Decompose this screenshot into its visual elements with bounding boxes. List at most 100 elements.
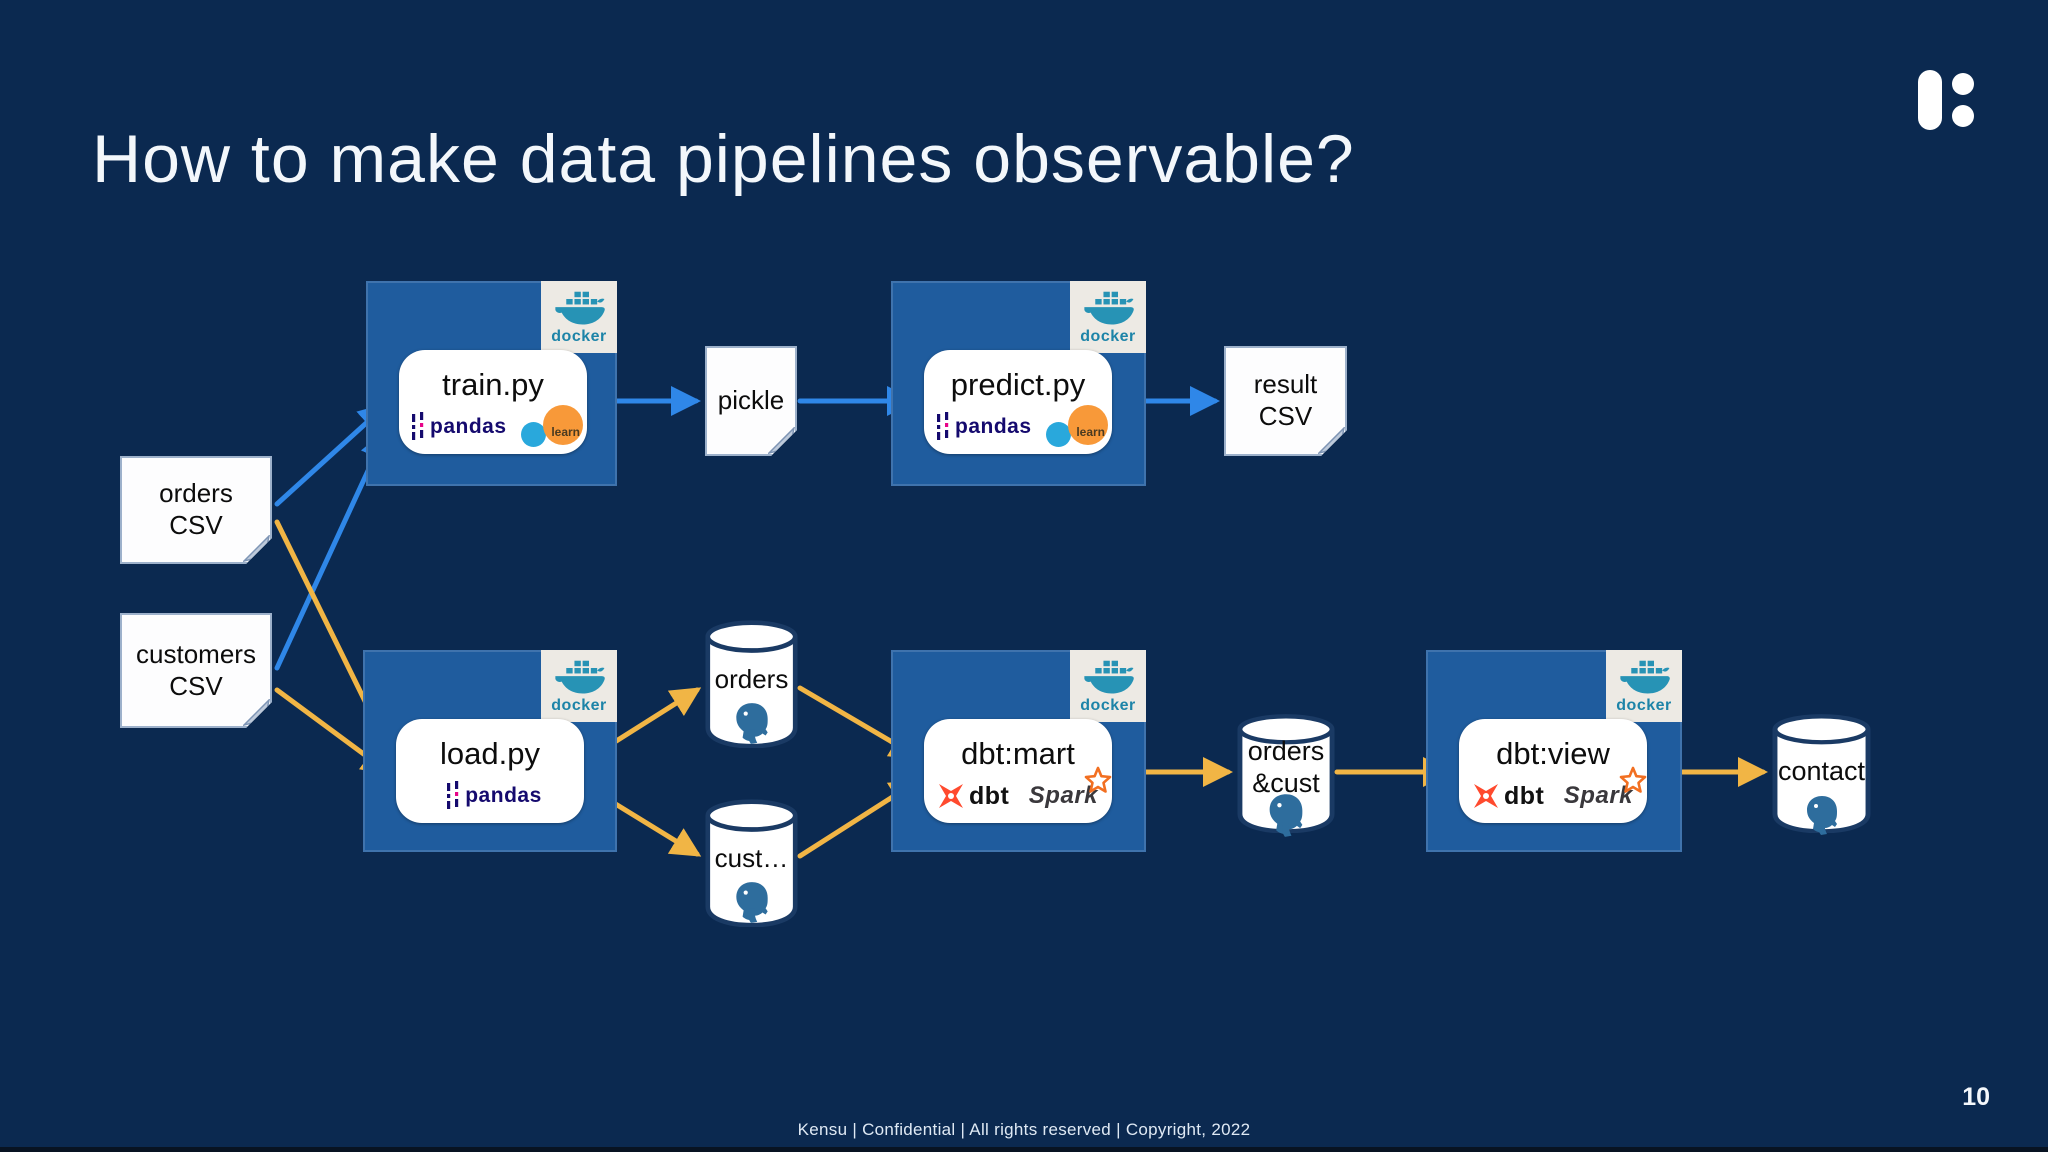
page-title: How to make data pipelines observable? bbox=[92, 121, 1355, 197]
container-load: docker load.py pandas bbox=[363, 650, 617, 852]
pandas-logo-icon: pandas bbox=[936, 412, 1032, 442]
db-label: contact bbox=[1777, 756, 1866, 786]
docker-logo-icon: docker bbox=[541, 281, 617, 353]
postgres-elephant-icon bbox=[1269, 794, 1303, 837]
docker-word: docker bbox=[551, 328, 607, 345]
node-dbt-view: dbt:view dbt Spark bbox=[1459, 719, 1647, 823]
docker-whale-icon bbox=[1084, 660, 1134, 694]
dbt-word: dbt bbox=[969, 781, 1010, 810]
node-load-py: load.py pandas bbox=[396, 719, 584, 823]
postgres-elephant-icon bbox=[735, 703, 768, 744]
spark-word: Spark bbox=[1563, 782, 1633, 809]
dbt-mark-icon bbox=[939, 784, 963, 808]
pandas-logo-icon: pandas bbox=[446, 781, 542, 811]
pill-logos: dbt Spark bbox=[936, 766, 1112, 817]
node-cust-db: cust… bbox=[705, 797, 798, 927]
sklearn-word: learn bbox=[551, 425, 580, 439]
sklearn-blue-blob bbox=[521, 422, 546, 447]
spark-star-icon bbox=[1619, 766, 1647, 793]
spark-logo-icon: Spark bbox=[1028, 766, 1112, 810]
kensu-logo-icon bbox=[1916, 66, 1986, 136]
bottom-edge bbox=[0, 1147, 2048, 1152]
container-mart: docker dbt:mart dbt Spark bbox=[891, 650, 1146, 852]
dbt-word: dbt bbox=[1504, 781, 1545, 810]
node-pickle: pickle bbox=[705, 346, 797, 456]
node-contact-db: contact bbox=[1772, 712, 1871, 835]
node-label: dbt:mart bbox=[961, 736, 1075, 771]
container-train: docker train.py pandas learn bbox=[366, 281, 617, 486]
postgres-elephant-icon bbox=[1806, 796, 1837, 835]
docker-word: docker bbox=[1616, 697, 1672, 714]
doc-label: customers bbox=[136, 638, 256, 669]
node-dbt-mart: dbt:mart dbt Spark bbox=[924, 719, 1112, 823]
pandas-mark-icon bbox=[447, 781, 459, 809]
pill-logos: pandas bbox=[408, 775, 580, 817]
dbt-mark-icon bbox=[1474, 784, 1498, 808]
spark-word: Spark bbox=[1028, 782, 1098, 809]
footer-text: Kensu | Confidential | All rights reserv… bbox=[797, 1120, 1251, 1139]
db-label: cust… bbox=[714, 843, 789, 873]
pandas-word: pandas bbox=[430, 415, 507, 438]
pandas-mark-icon bbox=[412, 412, 424, 440]
node-label: train.py bbox=[442, 367, 544, 402]
node-label: dbt:view bbox=[1496, 736, 1610, 771]
doc-label: orders bbox=[159, 478, 233, 509]
sklearn-blue-blob bbox=[1046, 422, 1071, 447]
docker-word: docker bbox=[551, 697, 607, 714]
container-view: docker dbt:view dbt Spark bbox=[1426, 650, 1682, 852]
docker-word: docker bbox=[1080, 697, 1136, 714]
cylinder-shape bbox=[1772, 714, 1871, 833]
pandas-word: pandas bbox=[465, 784, 542, 807]
kensu-logo-dot bbox=[1952, 73, 1974, 95]
kensu-logo-bar bbox=[1918, 70, 1942, 130]
doc-label: CSV bbox=[169, 510, 223, 540]
doc-label: result bbox=[1253, 369, 1318, 400]
docker-logo-icon: docker bbox=[1070, 650, 1146, 722]
container-predict: docker predict.py pandas learn bbox=[891, 281, 1146, 486]
postgres-elephant-icon bbox=[735, 882, 768, 923]
sklearn-word: learn bbox=[1076, 425, 1105, 439]
pandas-word: pandas bbox=[955, 415, 1032, 438]
node-orders-db: orders bbox=[705, 618, 798, 748]
pill-logos: pandas learn bbox=[936, 405, 1108, 449]
docker-logo-icon: docker bbox=[1606, 650, 1682, 722]
spark-star-icon bbox=[1084, 766, 1112, 793]
doc-label: CSV bbox=[169, 670, 223, 701]
node-result-csv: result CSV bbox=[1224, 346, 1347, 456]
node-customers-csv: customers CSV bbox=[120, 613, 272, 728]
docker-whale-icon bbox=[555, 660, 605, 694]
docker-word: docker bbox=[1080, 328, 1136, 345]
node-orders-cust-db: orders &cust bbox=[1237, 712, 1335, 837]
sklearn-orange-blob bbox=[1068, 405, 1108, 445]
node-orders-csv: orders CSV bbox=[120, 456, 272, 564]
doc-label: pickle bbox=[717, 385, 785, 416]
pill-logos: pandas learn bbox=[411, 405, 583, 449]
page-number: 10 bbox=[1962, 1083, 1990, 1111]
node-label: load.py bbox=[440, 736, 540, 771]
sklearn-orange-blob bbox=[543, 405, 583, 445]
pandas-logo-icon: pandas bbox=[411, 412, 507, 442]
docker-logo-icon: docker bbox=[1070, 281, 1146, 353]
docker-whale-icon bbox=[1084, 291, 1134, 325]
node-label: predict.py bbox=[950, 367, 1086, 402]
spark-logo-icon: Spark bbox=[1563, 766, 1647, 810]
db-label: orders bbox=[714, 664, 789, 694]
docker-whale-icon bbox=[555, 291, 605, 325]
doc-label: CSV bbox=[1258, 401, 1313, 431]
node-predict-py: predict.py pandas learn bbox=[924, 350, 1112, 454]
cylinder-shape bbox=[705, 620, 798, 748]
dbt-logo-icon: dbt bbox=[936, 781, 1009, 811]
pandas-mark-icon bbox=[937, 412, 949, 440]
docker-logo-icon: docker bbox=[541, 650, 617, 722]
dbt-logo-icon: dbt bbox=[1471, 781, 1544, 811]
docker-whale-icon bbox=[1620, 660, 1670, 694]
scikit-learn-logo-icon: learn bbox=[521, 405, 583, 449]
db-label: orders bbox=[1247, 736, 1325, 766]
db-label: &cust bbox=[1252, 768, 1320, 798]
pill-logos: dbt Spark bbox=[1471, 766, 1647, 817]
scikit-learn-logo-icon: learn bbox=[1046, 405, 1108, 449]
kensu-logo-dot bbox=[1952, 105, 1974, 127]
cylinder-shape bbox=[705, 799, 798, 927]
node-train-py: train.py pandas learn bbox=[399, 350, 587, 454]
